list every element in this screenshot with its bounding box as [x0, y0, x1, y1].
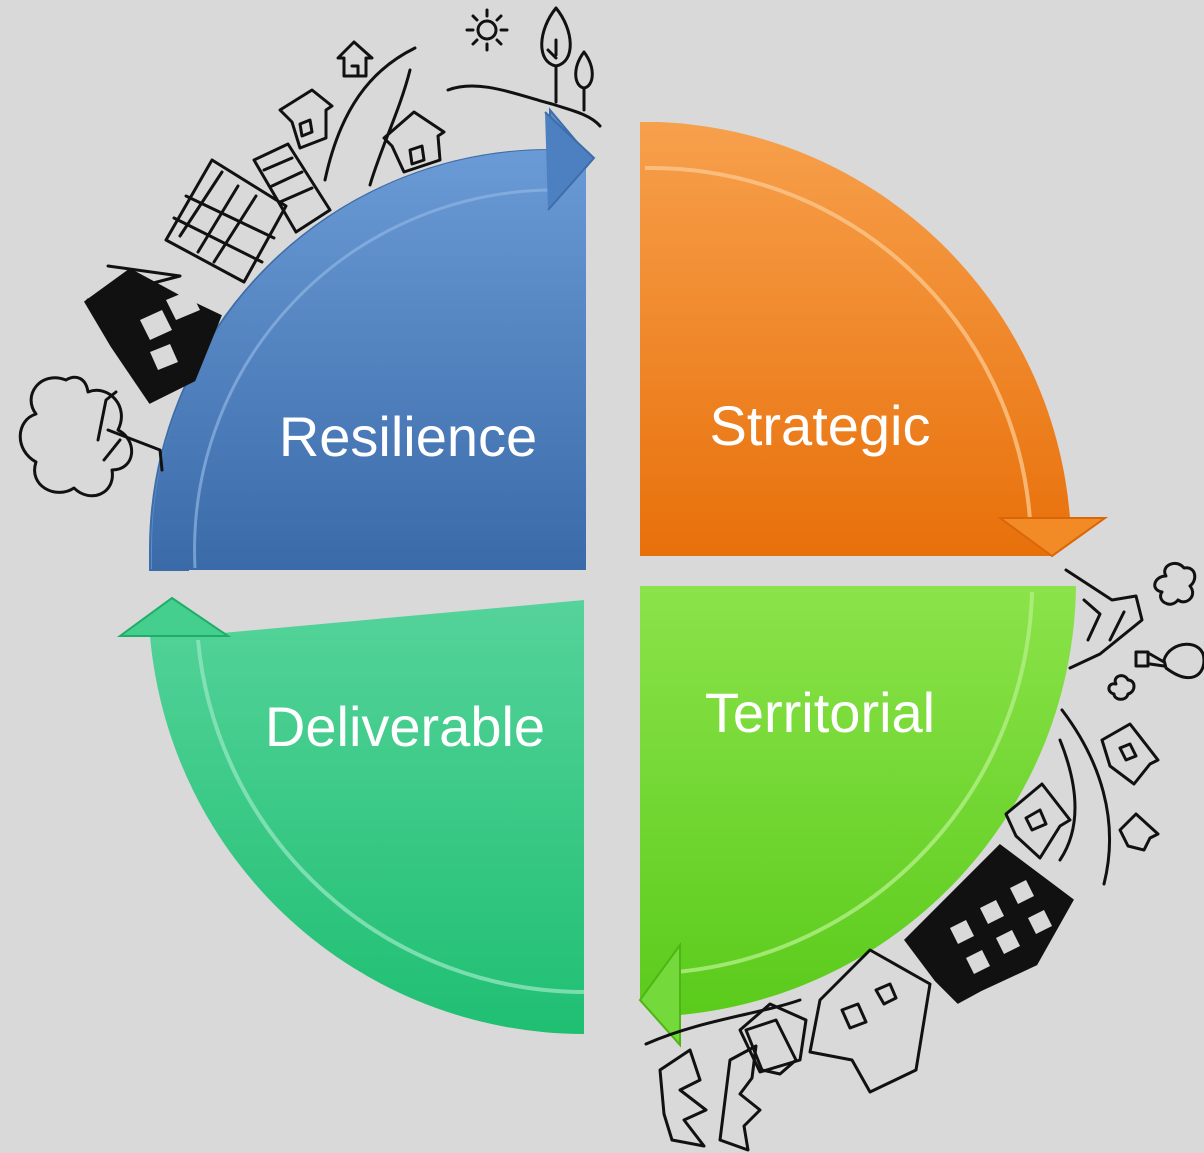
- quadrant-fill-territorial: [640, 586, 1076, 1045]
- cloud-icon: [1107, 674, 1136, 701]
- house-icon: [84, 264, 222, 404]
- cloud-icon: [1153, 562, 1197, 606]
- tree-icon: [18, 375, 164, 498]
- hill-line: [446, 84, 602, 128]
- inner-arc-territorial: [675, 591, 1034, 974]
- house-icon: [336, 40, 374, 78]
- house-icon: [1118, 812, 1160, 852]
- inner-arc-resilience: [193, 188, 556, 569]
- quadrant-resilience: Resilience: [149, 107, 596, 571]
- town-sketch-top-left: [18, 6, 602, 498]
- arrowhead-strategic: [996, 517, 1109, 558]
- sun-icon: [465, 8, 509, 52]
- tree-icon: [540, 6, 594, 112]
- arrowhead-resilience: [544, 111, 596, 211]
- house-icon: [278, 88, 334, 150]
- tree-icon: [658, 1018, 798, 1152]
- house-icon: [1100, 722, 1160, 786]
- quadrant-deliverable: Deliverable: [116, 596, 585, 1034]
- arrowhead-territorial: [638, 941, 681, 1048]
- quadrant-fill-resilience: [152, 150, 586, 570]
- quadrant-fill-strategic: [640, 122, 1105, 556]
- road-line-2: [1058, 738, 1077, 862]
- quadrant-territorial: Territorial: [638, 586, 1076, 1048]
- town-sketch-bottom-right: [644, 562, 1204, 1152]
- house-icon: [1004, 782, 1072, 860]
- ground-line: [644, 998, 802, 1046]
- arrowhead-deliverable: [116, 596, 232, 637]
- quadrant-label-territorial: Territorial: [705, 681, 935, 744]
- quadrant-fill-deliverable: [120, 600, 584, 1034]
- quadrant-label-resilience: Resilience: [279, 405, 537, 468]
- mountain-icon: [1064, 568, 1144, 670]
- building-icon: [164, 142, 332, 284]
- balloon-icon: [1134, 642, 1204, 680]
- inner-arc-deliverable: [196, 639, 585, 994]
- quadrant-label-strategic: Strategic: [710, 394, 931, 457]
- quadrant-strategic: Strategic: [640, 122, 1109, 558]
- road-line-2: [323, 46, 417, 182]
- house-icon: [382, 110, 446, 174]
- inner-arc-strategic: [644, 165, 1032, 521]
- road-line: [368, 68, 412, 187]
- quadrant-label-deliverable: Deliverable: [265, 695, 545, 758]
- building-icon: [904, 844, 1074, 1004]
- road-line: [1060, 708, 1112, 886]
